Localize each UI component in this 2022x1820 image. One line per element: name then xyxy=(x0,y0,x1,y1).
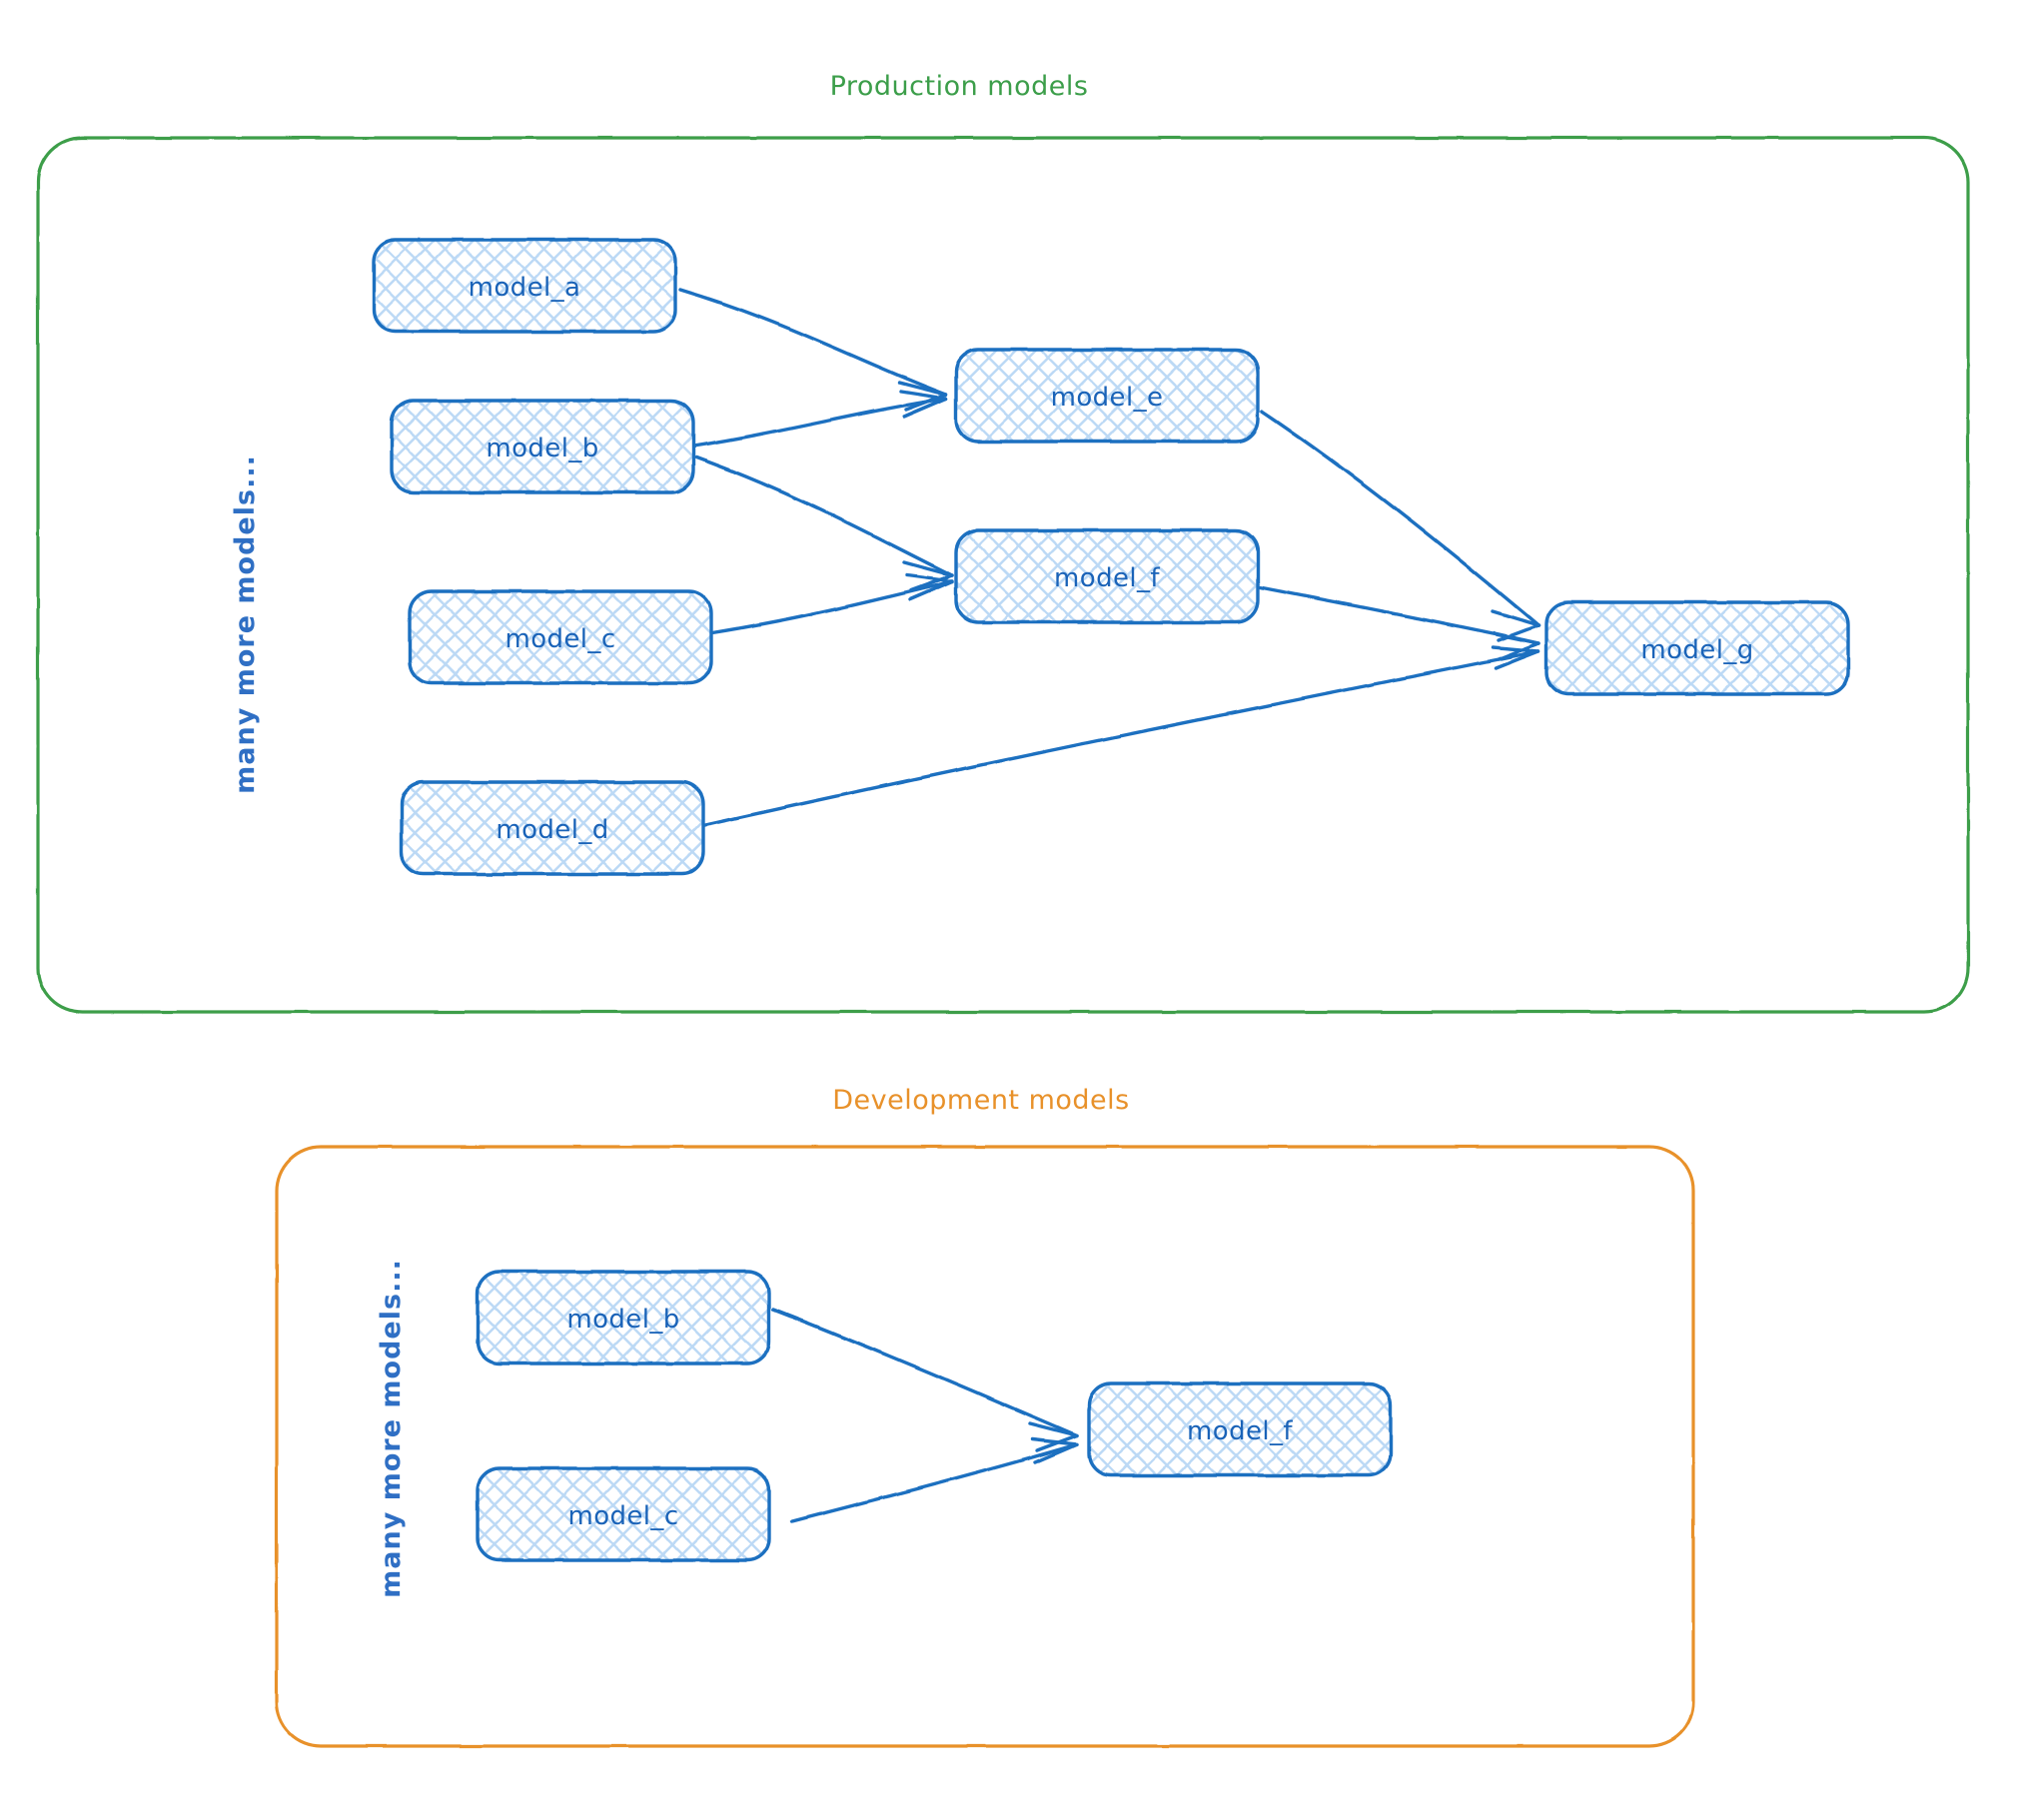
node-model_e-shape xyxy=(954,348,1260,444)
node-dev-model_b-label: model_b xyxy=(566,1305,679,1335)
node-model_b-shape xyxy=(390,399,695,494)
node-model_b-label: model_b xyxy=(486,434,598,463)
node-model_e-label: model_e xyxy=(1051,383,1164,413)
node-model_g-shape xyxy=(1544,600,1850,696)
node-dev-model_f-label: model_f xyxy=(1187,1416,1293,1446)
group-development: Development models many more models... xyxy=(275,1085,1695,1748)
edge-dev_model_b-dev_model_f xyxy=(771,1308,1079,1452)
production-group-border xyxy=(36,136,1970,1014)
edge-model_b-model_e xyxy=(691,390,948,449)
node-model_e[interactable]: model_e xyxy=(954,348,1260,444)
development-group-border xyxy=(275,1145,1695,1748)
node-model_g-label: model_g xyxy=(1640,635,1753,665)
node-model_c-shape xyxy=(408,589,713,685)
node-model_a-label: model_a xyxy=(469,273,581,303)
node-model_c-label: model_c xyxy=(505,624,615,654)
development-edges xyxy=(771,1308,1079,1523)
node-model_d-shape xyxy=(400,780,705,876)
node-model_a-shape xyxy=(372,238,677,334)
edge-model_e-model_g xyxy=(1260,410,1540,642)
node-model_f-shape xyxy=(954,528,1260,624)
node-model_d[interactable]: model_d xyxy=(400,780,705,876)
node-dev-model_c-label: model_c xyxy=(567,1501,678,1531)
development-group-title: Development models xyxy=(832,1085,1129,1116)
production-edges xyxy=(678,288,1540,827)
node-model_a[interactable]: model_a xyxy=(372,238,677,334)
node-model_c[interactable]: model_c xyxy=(408,589,713,685)
node-dev-model_b[interactable]: model_b xyxy=(476,1270,771,1365)
production-group-title: Production models xyxy=(830,71,1089,102)
group-production: Production models many more models... xyxy=(36,71,1970,1014)
node-model_f[interactable]: model_f xyxy=(954,528,1260,624)
edge-dev_model_c-dev_model_f xyxy=(790,1437,1079,1523)
node-dev-model_f-shape xyxy=(1087,1381,1393,1477)
node-model_g[interactable]: model_g xyxy=(1544,600,1850,696)
edge-model_d-model_g xyxy=(703,645,1540,827)
node-dev-model_f[interactable]: model_f xyxy=(1087,1381,1393,1477)
node-dev-model_c-shape xyxy=(476,1466,771,1562)
node-model_d-label: model_d xyxy=(496,815,608,845)
node-dev-model_b-shape xyxy=(476,1270,771,1365)
node-dev-model_c[interactable]: model_c xyxy=(476,1466,771,1562)
development-side-label: many more models... xyxy=(376,1259,407,1598)
production-side-label: many more models... xyxy=(230,455,261,794)
node-model_b[interactable]: model_b xyxy=(390,399,695,494)
node-model_f-label: model_f xyxy=(1054,563,1160,593)
edge-model_c-model_f xyxy=(710,573,954,635)
edge-model_b-model_f xyxy=(694,455,954,592)
